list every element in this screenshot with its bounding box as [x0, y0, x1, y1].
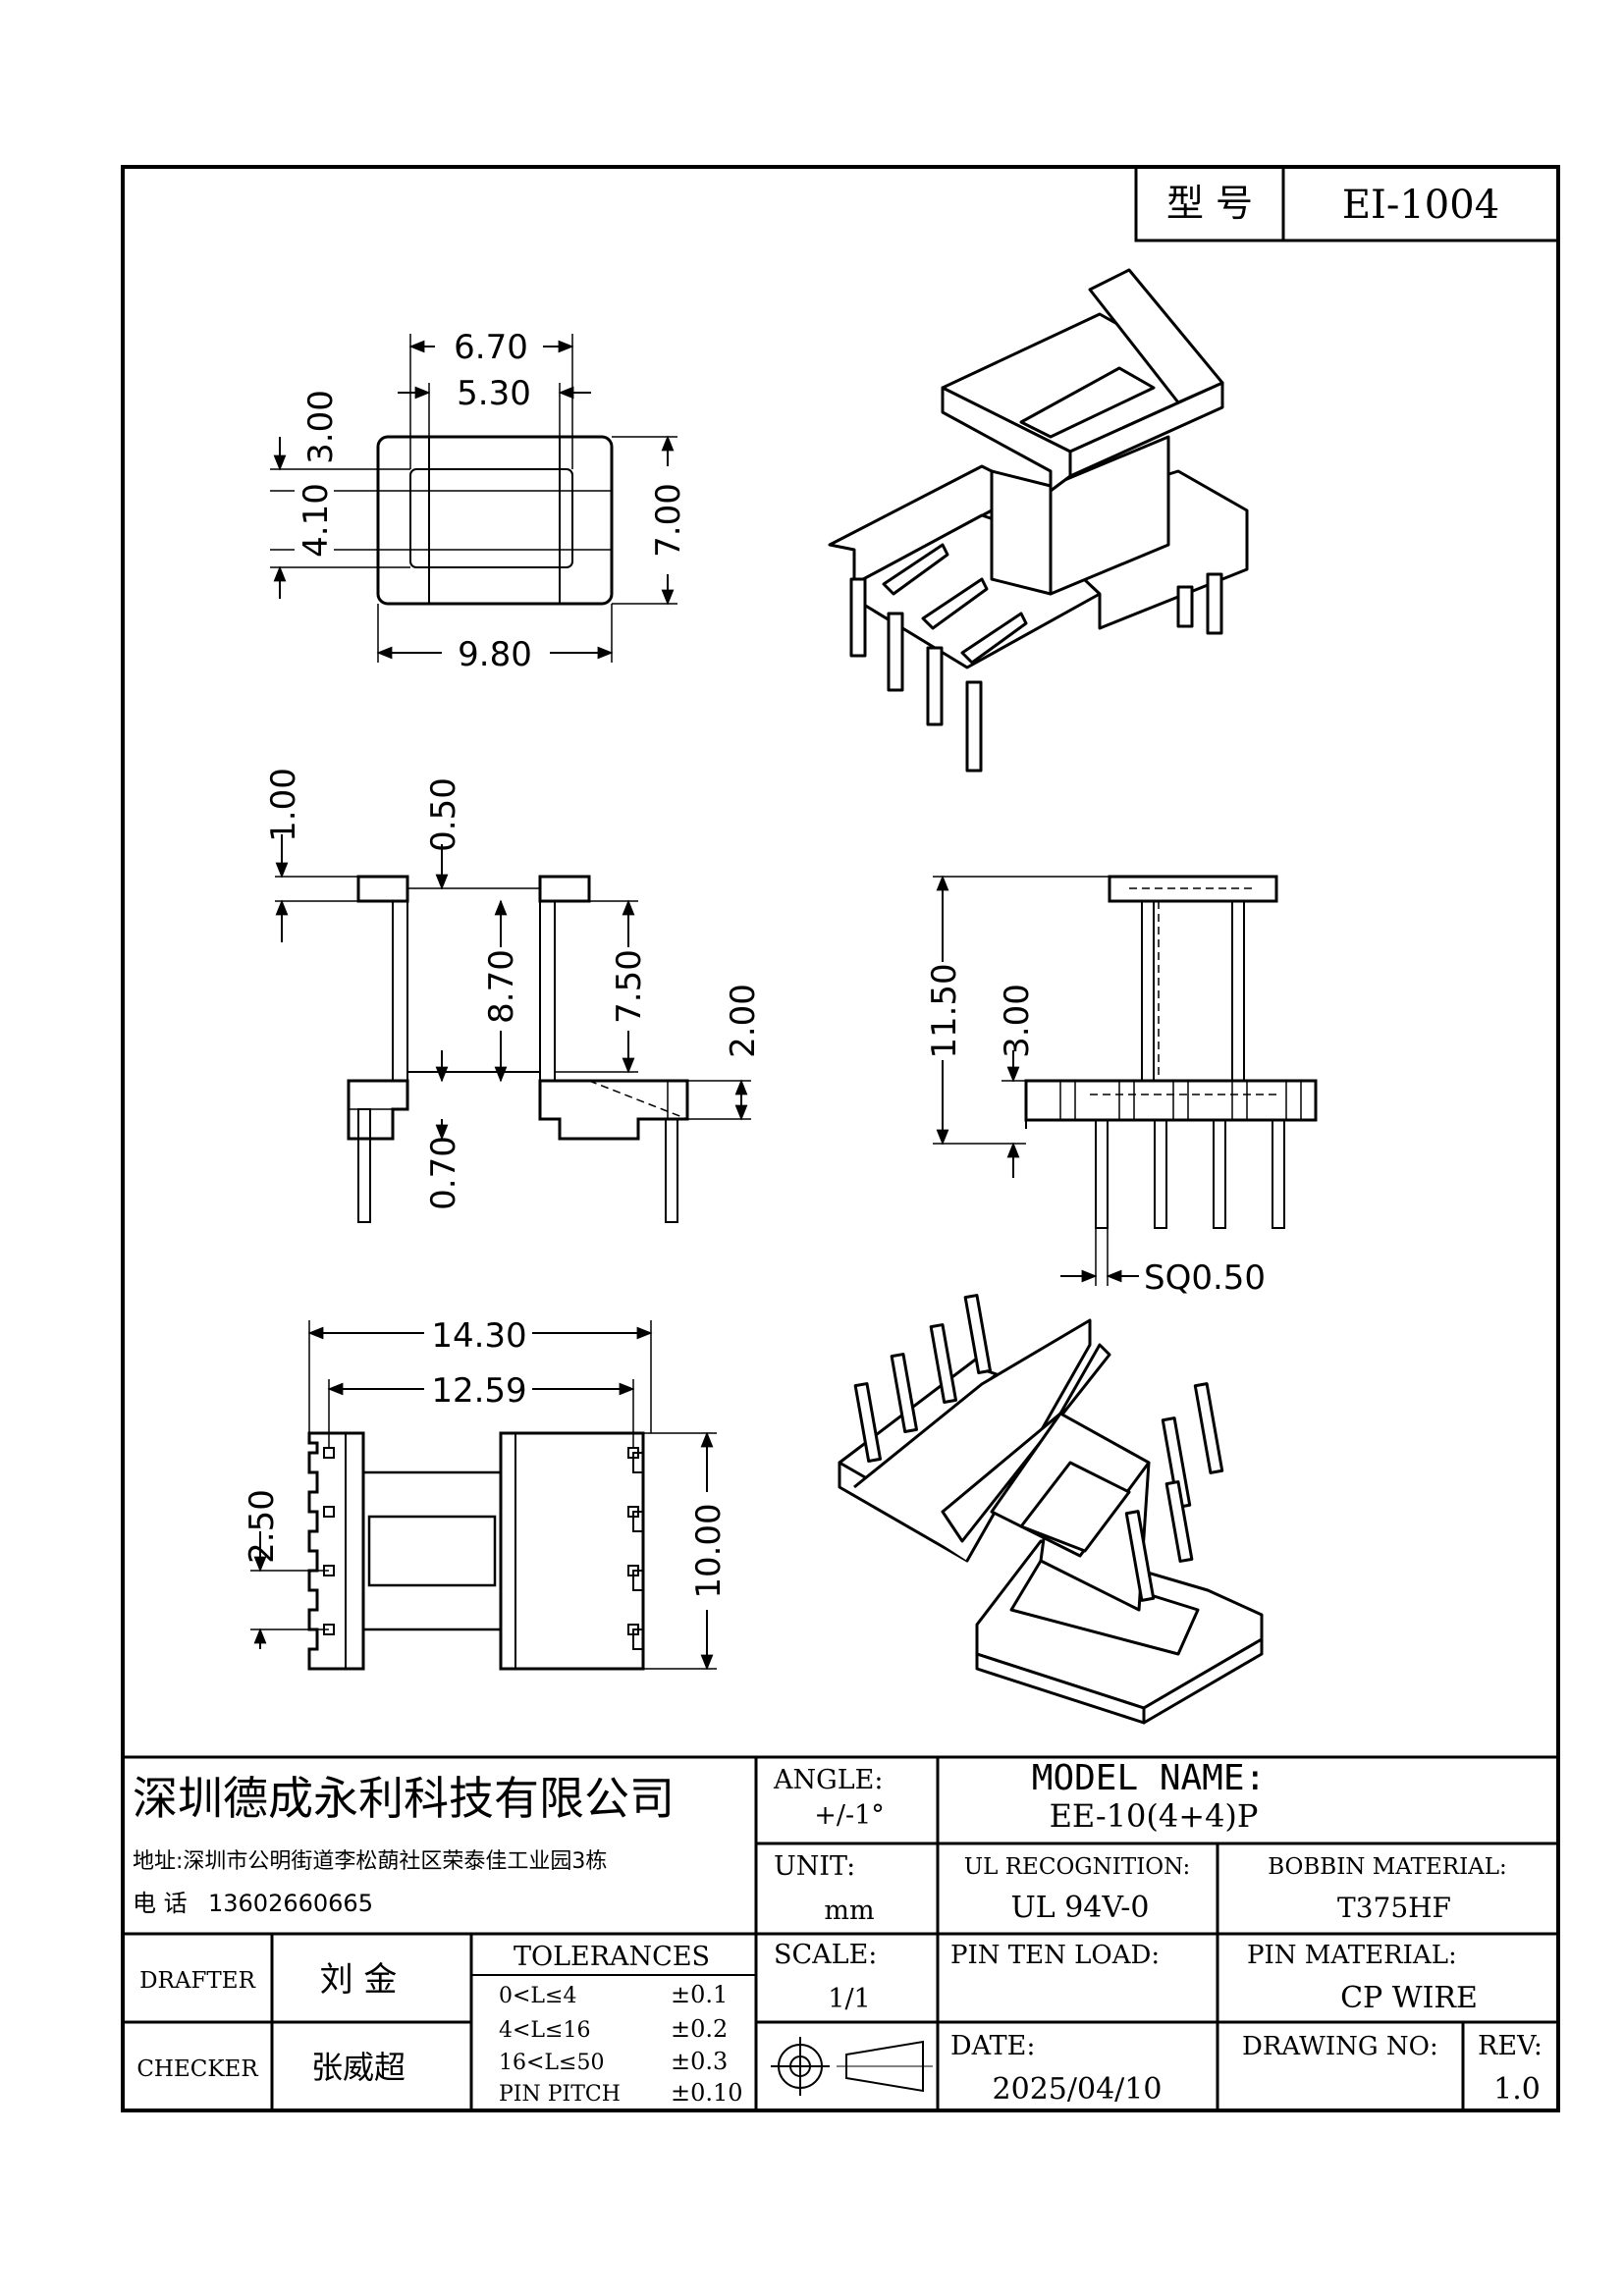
- dim-front-7-50: 7.50: [610, 949, 649, 1024]
- tolerance-value-3: ±0.3: [671, 2048, 728, 2075]
- pin-material-value: CP WIRE: [1340, 1981, 1478, 2015]
- scale-value: 1/1: [828, 1984, 870, 2014]
- rev-value: 1.0: [1493, 2072, 1541, 2107]
- dim-top-9-80: 9.80: [458, 635, 532, 674]
- unit-value: mm: [824, 1896, 874, 1926]
- dim-bottom-14-30: 14.30: [431, 1316, 526, 1356]
- dim-side-11-50: 11.50: [925, 963, 964, 1058]
- bobbin-material-label: BOBBIN MATERIAL:: [1268, 1854, 1507, 1880]
- dim-front-8-70: 8.70: [482, 949, 521, 1024]
- rev-label: REV:: [1478, 2031, 1543, 2061]
- tolerance-range-3: 16<L≤50: [499, 2051, 604, 2075]
- dim-top-7-00: 7.00: [649, 483, 688, 558]
- dim-top-3-00: 3.00: [301, 390, 341, 464]
- bottom-view: [250, 1320, 717, 1671]
- bobbin-material-value: T375HF: [1337, 1892, 1451, 1924]
- part-number-value: EI-1004: [1342, 183, 1499, 228]
- date-label: DATE:: [950, 2031, 1035, 2061]
- dim-bottom-2-50: 2.50: [243, 1489, 282, 1564]
- tolerances-title: TOLERANCES: [514, 1942, 710, 1972]
- angle-label: ANGLE:: [773, 1765, 883, 1795]
- tolerance-value-4: ±0.10: [671, 2079, 743, 2107]
- dim-bottom-12-59: 12.59: [431, 1371, 526, 1411]
- dim-front-1-00: 1.00: [264, 768, 303, 842]
- scale-label: SCALE:: [774, 1940, 877, 1970]
- drafter-label: DRAFTER: [139, 1968, 255, 1994]
- dim-bottom-10-00: 10.00: [689, 1503, 729, 1598]
- phone-label: 电 话: [133, 1890, 188, 1917]
- dim-front-0-50: 0.50: [424, 777, 463, 852]
- dim-front-2-00: 2.00: [724, 984, 763, 1058]
- dim-top-6-70: 6.70: [454, 328, 528, 367]
- angle-value: +/-1°: [814, 1800, 885, 1831]
- model-value: EE-10(4+4)P: [1050, 1797, 1259, 1835]
- dim-side-3-00: 3.00: [998, 984, 1037, 1058]
- front-view: [275, 834, 751, 1223]
- side-view: [933, 875, 1318, 1286]
- checker-label: CHECKER: [136, 2056, 258, 2082]
- projection-symbol-icon: [771, 2037, 933, 2096]
- pin-material-label: PIN MATERIAL:: [1247, 1941, 1457, 1970]
- sheet-border: [121, 165, 1560, 2112]
- dim-front-0-70: 0.70: [424, 1136, 463, 1210]
- tolerance-range-1: 0<L≤4: [499, 1984, 576, 2008]
- part-number-label: 型 号: [1166, 182, 1253, 225]
- model-label: MODEL NAME:: [1032, 1758, 1266, 1798]
- tolerance-value-2: ±0.2: [671, 2015, 728, 2043]
- iso-view-bottom: [838, 1294, 1264, 1725]
- pin-ten-load-label: PIN TEN LOAD:: [950, 1941, 1160, 1970]
- company-name: 深圳德成永利科技有限公司: [133, 1772, 675, 1825]
- ul-label: UL RECOGNITION:: [964, 1854, 1190, 1880]
- phone-number: 13602660665: [208, 1890, 373, 1917]
- title-block-grid: [123, 1755, 1558, 2110]
- part-number-box: 型 号 EI-1004: [1134, 165, 1560, 242]
- dim-side-sq0-50: SQ0.50: [1144, 1258, 1266, 1298]
- tolerance-range-4: PIN PITCH: [499, 2082, 621, 2107]
- dim-top-5-30: 5.30: [457, 374, 531, 413]
- checker-name: 张威超: [311, 2049, 406, 2086]
- dim-top-4-10: 4.10: [297, 483, 336, 558]
- tolerance-value-1: ±0.1: [671, 1981, 728, 2008]
- drawing-no-label: DRAWING NO:: [1242, 2032, 1438, 2061]
- ul-value: UL 94V-0: [1010, 1891, 1149, 1925]
- iso-view-top: [828, 268, 1249, 773]
- company-address: 地址:深圳市公明街道李松蓢社区荣泰佳工业园3栋: [133, 1849, 607, 1874]
- tolerance-range-2: 4<L≤16: [499, 2018, 590, 2043]
- date-value: 2025/04/10: [993, 2072, 1163, 2107]
- drafter-name: 刘 金: [320, 1960, 398, 2000]
- unit-label: UNIT:: [774, 1851, 855, 1882]
